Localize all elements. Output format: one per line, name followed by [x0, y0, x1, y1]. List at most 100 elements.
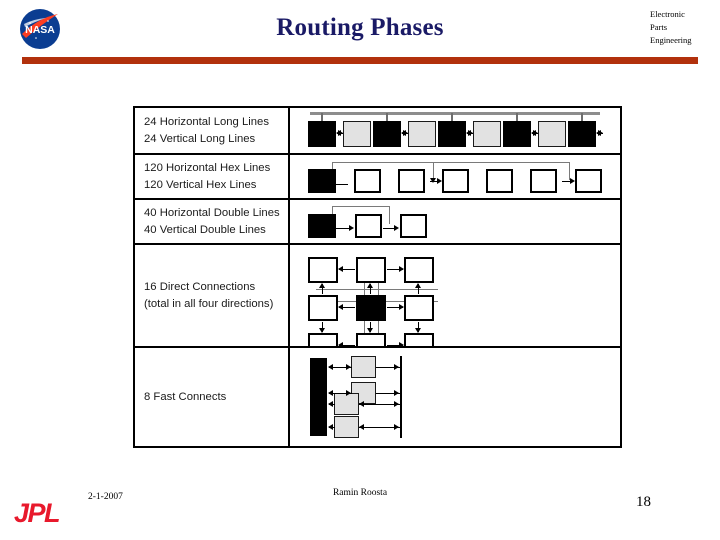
block-black [438, 121, 466, 147]
route-segment [433, 162, 570, 163]
route-segment [332, 206, 390, 207]
block-white [486, 169, 513, 193]
arrow-right [399, 266, 404, 272]
arrow-up [415, 283, 421, 288]
arrow-right [394, 225, 399, 231]
row-label-line-2: 40 Vertical Double Lines [144, 223, 266, 236]
block-gray [538, 121, 566, 147]
connector [430, 181, 438, 183]
arrow-left [338, 342, 343, 346]
diagram-hex-lines [290, 155, 620, 198]
row-label-line-2: 24 Vertical Long Lines [144, 132, 256, 145]
block-white [404, 257, 434, 283]
arrow-right [346, 364, 351, 370]
table-row: 24 Horizontal Long Lines 24 Vertical Lon… [135, 108, 620, 155]
block-white [404, 333, 434, 346]
block-gray [334, 393, 359, 415]
connector [387, 269, 403, 271]
connector [370, 322, 372, 332]
block-gray [351, 356, 376, 378]
connector [359, 427, 400, 429]
connector [339, 269, 355, 271]
block-black [373, 121, 401, 147]
row-label-double-lines: 40 Horizontal Double Lines 40 Vertical D… [135, 200, 290, 243]
org-label-line-1: Electronic [650, 9, 685, 19]
block-white [356, 257, 386, 283]
block-gray [343, 121, 371, 147]
arrow-down [319, 328, 325, 333]
block-white [575, 169, 602, 193]
page-number: 18 [636, 494, 651, 510]
arrow-right [338, 130, 343, 136]
arrow-right [349, 225, 354, 231]
connector [562, 181, 572, 183]
block-gray [408, 121, 436, 147]
org-label-line-3: Engineering [650, 35, 692, 46]
arrow-right [399, 304, 404, 310]
block-white [308, 257, 338, 283]
row-label-hex-lines: 120 Horizontal Hex Lines 120 Vertical He… [135, 155, 290, 198]
arrow-left [328, 364, 333, 370]
row-label-fast-connects: 8 Fast Connects [135, 348, 290, 446]
row-label-line-2: (total in all four directions) [144, 297, 274, 310]
footer-author: Ramin Roosta [332, 488, 388, 498]
arrow-down [415, 328, 421, 333]
bus-stub [451, 113, 453, 122]
connector [329, 367, 352, 369]
row-label-line-2: 120 Vertical Hex Lines [144, 178, 257, 191]
arrow-down [430, 178, 436, 183]
arrow-left [328, 401, 333, 407]
arrow-left [359, 424, 364, 430]
connector [359, 404, 400, 406]
route-segment [433, 162, 434, 180]
arrow-left [328, 390, 333, 396]
table-row: 40 Horizontal Double Lines 40 Vertical D… [135, 200, 620, 245]
connector [418, 284, 420, 294]
arrow-left [359, 401, 364, 407]
table-row: 16 Direct Connections (total in all four… [135, 245, 620, 348]
connector [329, 393, 352, 395]
block-white [400, 214, 427, 238]
bus-stub [581, 113, 583, 122]
arrow-right [570, 178, 575, 184]
block-white [308, 295, 338, 321]
row-label-line-1: 8 Fast Connects [144, 390, 227, 403]
arrow-right [394, 424, 399, 430]
bus-line [310, 112, 600, 115]
arrow-right [403, 130, 408, 136]
route-segment [569, 162, 570, 180]
arrow-right [399, 342, 404, 346]
diagram-double-lines [290, 200, 620, 243]
arrow-right [346, 390, 351, 396]
arrow-left [328, 424, 333, 430]
arrow-left [338, 304, 343, 310]
block-white [308, 333, 338, 346]
block-black [503, 121, 531, 147]
block-black [568, 121, 596, 147]
block-white [442, 169, 469, 193]
vertical-rail [400, 356, 402, 438]
connector [376, 393, 400, 395]
bus-stub [516, 113, 518, 122]
arrow-right [468, 130, 473, 136]
org-label: Electronic Parts Engineering [650, 8, 716, 48]
route-segment [389, 206, 390, 224]
table-row: 120 Horizontal Hex Lines 120 Vertical He… [135, 155, 620, 200]
arrow-right [598, 130, 603, 136]
bus-stub [386, 113, 388, 122]
nasa-logo: NASA [12, 8, 68, 50]
routing-phases-table: 24 Horizontal Long Lines 24 Vertical Lon… [133, 106, 622, 448]
connector [322, 284, 324, 294]
block-black-bar [310, 358, 327, 436]
connector [383, 228, 396, 230]
diagram-fast-connects [290, 348, 620, 446]
diagram-long-lines [290, 108, 620, 153]
footer-date: 2-1-2007 [88, 492, 123, 502]
row-label-line-1: 120 Horizontal Hex Lines [144, 162, 271, 175]
arrow-right [394, 401, 399, 407]
block-white [355, 214, 382, 238]
arrow-up [367, 283, 373, 288]
block-black-center [356, 295, 386, 321]
row-label-line-1: 40 Horizontal Double Lines [144, 207, 280, 220]
block-white [530, 169, 557, 193]
